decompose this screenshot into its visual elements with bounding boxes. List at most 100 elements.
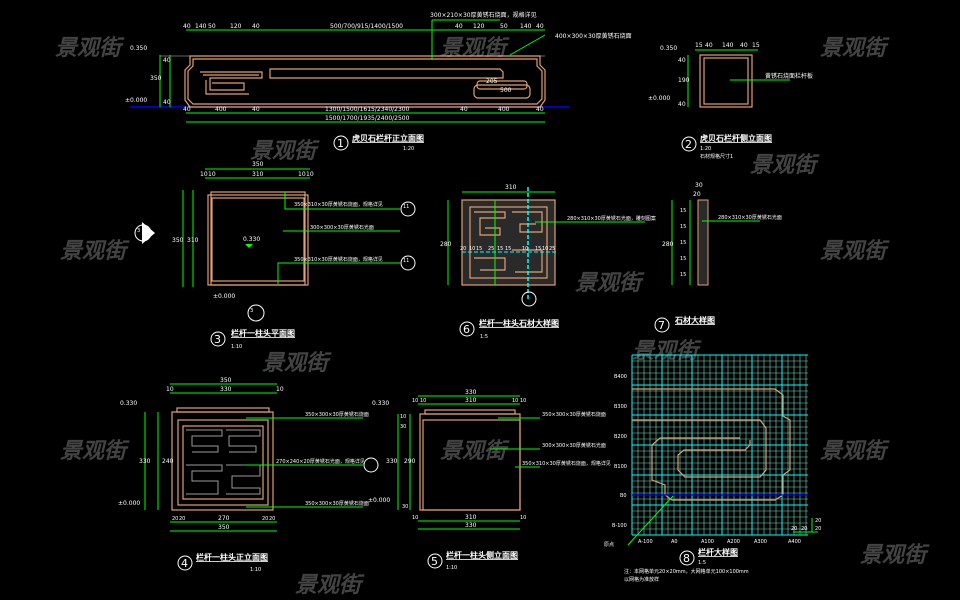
annotation: 400×300×30厚黄锈石烧面 (555, 32, 632, 40)
dim-label: 15 (695, 42, 703, 49)
watermark: 景观街 (820, 239, 890, 264)
callout-label: 11 (403, 204, 409, 210)
dim-label: 10 (166, 386, 174, 393)
dim-label: 310 (465, 514, 477, 521)
annotation: 350×300×30厚黄锈石烧面 (305, 411, 369, 418)
annotation: 300×300×30厚黄锈石光面 (542, 442, 606, 449)
watermark: 景观街 (750, 153, 820, 178)
detail-callout[interactable] (363, 457, 379, 473)
origin-label: 原点 (604, 542, 614, 548)
cap-outline (424, 409, 516, 415)
leader-line (509, 34, 546, 56)
dim-label: 40 (536, 106, 544, 113)
dim-label: 40 (183, 106, 191, 113)
dim-label: 10 (200, 171, 208, 178)
view-number: 6 (463, 323, 470, 336)
axis-label: A-100 (638, 539, 653, 545)
dim-label: 350 (150, 75, 162, 82)
section-callout[interactable] (521, 291, 537, 307)
layout-grid (631, 354, 808, 536)
dim-label: 280 (440, 241, 452, 248)
view-scale: 1:10 (250, 567, 261, 573)
view-number-circle (681, 136, 697, 152)
post-inner (177, 419, 269, 506)
axis-label: A400 (788, 539, 801, 545)
dim-label: 190 (678, 77, 690, 84)
dim-label: 15 (680, 208, 686, 214)
dim-label: 10 (520, 515, 526, 521)
level-mark: 0.330 (372, 400, 389, 407)
dim-label: 330 (465, 522, 477, 529)
view-6-stone-detail: 310 280 280×310×30厚黄锈石光面，雕刻图案 20 10 15 2… (440, 184, 656, 340)
callout-label: 11 (403, 258, 409, 264)
view-number: 2 (685, 138, 692, 151)
watermark: 景观街 (440, 439, 510, 464)
annotation: 350×300×30厚黄锈石烧面 (542, 411, 606, 418)
view-number-circle (654, 317, 670, 333)
section-callout[interactable] (134, 224, 152, 242)
dim-label: 30 (695, 182, 703, 189)
carved-stone-panel (461, 199, 556, 286)
axis-label: A200 (727, 539, 740, 545)
view-title: 虎贝石栏杆侧立面图 (700, 133, 772, 143)
dim-label: 310 (252, 171, 264, 178)
axis-label: B200 (614, 434, 627, 440)
dim-label: 15 (476, 246, 482, 252)
dim-label: 10 (512, 398, 518, 404)
meander-pattern (474, 211, 543, 273)
view-number: 3 (214, 333, 221, 346)
annotation: 注：本网格单元20×20mm，大网格单元100×100mm (624, 568, 749, 575)
annotation: 300×300×30厚黄锈石光面 (310, 224, 374, 231)
axis-label: B400 (614, 374, 627, 380)
view-title: 栏杆一柱头平面图 (231, 328, 295, 338)
section-callout[interactable] (247, 304, 265, 322)
railing-outline-inner (187, 58, 543, 105)
view-number-circle (679, 550, 695, 566)
level-mark: ±0.000 (368, 497, 390, 504)
watermark: 景观街 (295, 573, 365, 598)
dim-label: 10 (208, 171, 216, 178)
dim-label: 310 (465, 397, 477, 404)
level-mark: 0.350 (130, 45, 147, 52)
dim-label: 140 (722, 42, 734, 49)
view-number: 7 (658, 319, 665, 332)
view-number-circle (427, 553, 443, 569)
dim-label: 10 (412, 398, 418, 404)
view-subtitle: 石材规格尺寸1 (700, 153, 733, 160)
dim-label: 350 (252, 161, 264, 168)
cap-outline-inner (211, 197, 305, 282)
dim-label: 20 (460, 246, 466, 252)
level-mark: ±0.000 (213, 293, 235, 300)
callout-label: 3 (137, 228, 140, 234)
watermark: 景观街 (440, 36, 510, 61)
dim-label: 20 (172, 516, 178, 522)
dim-label: 15 (497, 246, 503, 252)
detail-callout[interactable] (400, 201, 416, 217)
view-7-stone-section: 30 20 280 15 15 15 15 15 280×310×30厚黄锈石光… (654, 182, 782, 333)
detail-callout[interactable] (400, 255, 416, 271)
leader-line (277, 262, 400, 284)
annotation: 300×210×30厚黄锈石烧面，规格详见 (430, 11, 537, 19)
dim-label: 1500/1700/1935/2400/2500 (325, 115, 410, 122)
dim-label: 10 (520, 398, 526, 404)
annotation: 黄锈石烧面栏杆板 (765, 72, 813, 80)
annotation: 350×310×30厚黄锈石烧面，规格详见 (522, 460, 611, 467)
watermark: 景观街 (250, 139, 320, 164)
rail-bar (269, 68, 504, 79)
railing-profile-inner (632, 419, 767, 478)
dim-label: 50 (500, 23, 508, 30)
level-mark: 0.330 (243, 236, 260, 243)
dim-label: 20 (791, 526, 797, 532)
watermark: 景观街 (60, 439, 130, 464)
dim-label: 40 (252, 23, 260, 30)
view-title: 栏杆一柱头正立面图 (196, 552, 268, 562)
level-mark: ±0.000 (648, 95, 670, 102)
axis-label: B-100 (612, 523, 627, 529)
annotation: 280×310×30厚黄锈石光面，雕刻图案 (567, 215, 656, 222)
watermark: 景观街 (262, 351, 332, 376)
dim-label: 40 (163, 57, 171, 64)
dim-label: 25 (488, 246, 494, 252)
view-scale: 1:10 (231, 344, 242, 350)
view-scale: 1:10 (446, 565, 457, 571)
view-number: 8 (683, 552, 690, 565)
